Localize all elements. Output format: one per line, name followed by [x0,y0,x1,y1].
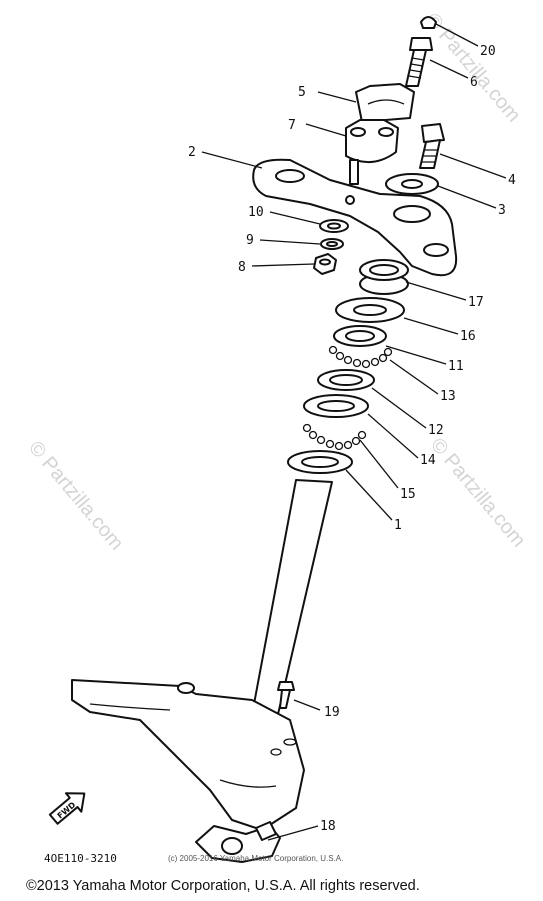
part-label: 5 [298,85,306,100]
part-18-cable-guide [195,821,281,863]
part-label: 4 [508,173,516,188]
part-label: 10 [248,205,264,220]
part-label: 8 [238,260,246,275]
part-4-bolt [419,123,445,169]
watermark-left: © Partzilla.com [24,437,127,554]
part-label: 20 [480,44,496,59]
leader-lines [201,23,507,841]
part-label: 1 [394,518,402,533]
small-copyright: (c) 2005-2016 Yamaha Motor Corporation, … [168,854,343,863]
part-label: 18 [320,819,336,834]
part-7-lower-holder [345,119,399,185]
part-15-balls [302,423,367,451]
part-label: 19 [324,705,340,720]
part-label: 3 [498,203,506,218]
part-19-screw [277,681,295,709]
part-12-race [317,369,375,391]
part-3-washer [385,173,439,195]
part-2-upper-bracket [252,158,458,277]
copyright-notice: ©2013 Yamaha Motor Corporation, U.S.A. A… [26,878,420,894]
part-8-nut [313,253,337,275]
part-6-bolt [405,37,433,87]
part-label: 7 [288,118,296,133]
part-13-balls [328,345,393,369]
part-9-lock-washer [320,238,344,250]
part-label: 13 [440,389,456,404]
part-1-steering-stem [71,450,353,831]
part-label: 15 [400,487,416,502]
part-16-dust-seal [335,297,405,323]
watermark-right: © Partzilla.com [426,434,529,551]
watermark-top-right: © Partzilla.com [421,9,524,126]
part-14-race [303,394,369,418]
part-20-screw [420,16,437,29]
part-11-race [333,325,387,347]
part-label: 6 [470,75,478,90]
part-labels: 20 6 5 7 2 4 3 10 9 8 17 16 11 13 12 14 … [188,44,516,834]
part-label: 14 [420,453,436,468]
part-label: 9 [246,233,254,248]
fwd-arrow-icon: FWD [48,792,86,825]
diagram-code: 4OE110-3210 [44,852,117,865]
part-5-upper-holder [355,83,415,123]
part-label: 2 [188,145,196,160]
part-label: 11 [448,359,464,374]
part-17-ring-nut [359,259,409,295]
part-10-washer [319,219,349,233]
part-label: 12 [428,423,444,438]
part-label: 16 [460,329,476,344]
part-label: 17 [468,295,484,310]
